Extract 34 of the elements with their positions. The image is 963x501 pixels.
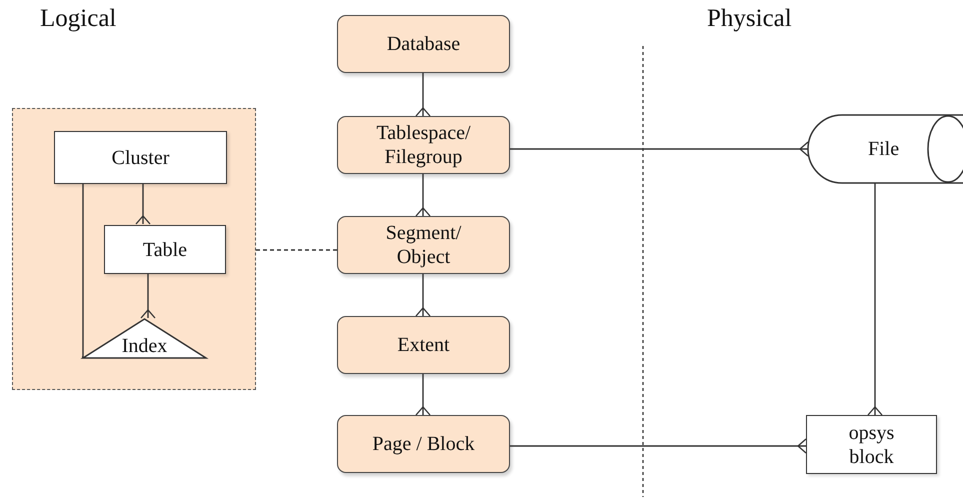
node-label: Table <box>142 238 188 262</box>
rounded-entity-box <box>337 316 510 374</box>
rounded-entity-box <box>337 15 510 73</box>
node-label: Tablespace/ Filegroup <box>375 121 472 169</box>
index-triangle <box>83 319 206 358</box>
node-label: Database <box>386 32 460 56</box>
connector-line <box>82 183 84 358</box>
node-label: opsys block <box>848 420 896 468</box>
connector-line <box>256 249 337 251</box>
crows-foot-connector <box>510 438 807 454</box>
node-label: Extent <box>397 333 450 357</box>
crows-foot-connector <box>415 274 431 317</box>
entity-box <box>54 131 227 184</box>
section-heading: Physical <box>707 5 792 33</box>
entity-box <box>806 415 937 474</box>
crows-foot-connector <box>140 273 156 319</box>
node-label: Cluster <box>112 146 170 170</box>
crows-foot-connector <box>510 141 809 157</box>
crows-foot-connector <box>415 73 431 117</box>
rounded-entity-box <box>337 415 510 473</box>
node-label: File <box>868 137 900 161</box>
crows-foot-connector <box>415 174 431 217</box>
entity-box <box>104 225 226 274</box>
file-cylinder <box>808 115 963 183</box>
node-label: Segment/ Object <box>384 221 462 269</box>
crows-foot-connector <box>415 374 431 416</box>
rounded-entity-box <box>337 216 510 274</box>
node-label: Page / Block <box>372 432 475 456</box>
node-label: Index <box>122 334 168 358</box>
section-heading: Logical <box>40 5 116 33</box>
dashed-group-box <box>12 108 256 390</box>
crows-foot-connector <box>867 183 883 416</box>
crows-foot-connector <box>135 183 151 225</box>
rounded-entity-box <box>337 116 510 174</box>
